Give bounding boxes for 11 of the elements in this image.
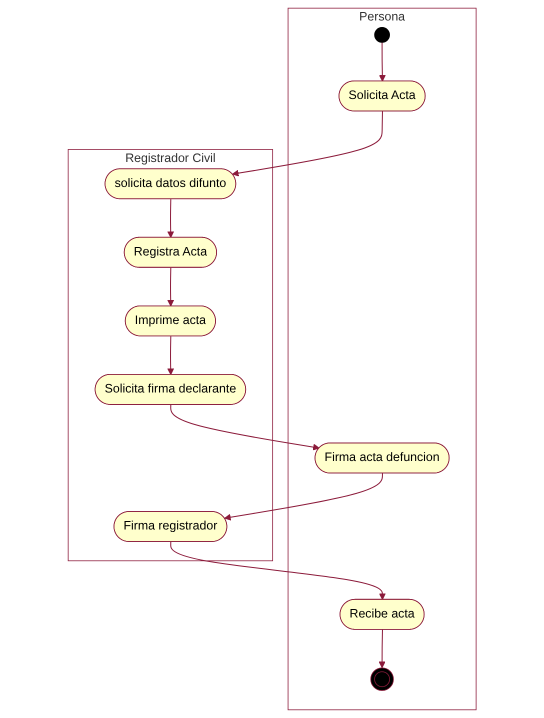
arrow <box>167 267 174 307</box>
arrow <box>167 336 174 376</box>
node-circle <box>374 27 390 43</box>
arrow <box>378 42 386 82</box>
arrow <box>224 472 383 521</box>
node-circle <box>370 668 394 691</box>
arrow <box>167 198 174 238</box>
arrow <box>378 629 386 668</box>
arrow <box>232 110 383 177</box>
arrow <box>170 541 386 600</box>
arrow <box>170 404 320 450</box>
